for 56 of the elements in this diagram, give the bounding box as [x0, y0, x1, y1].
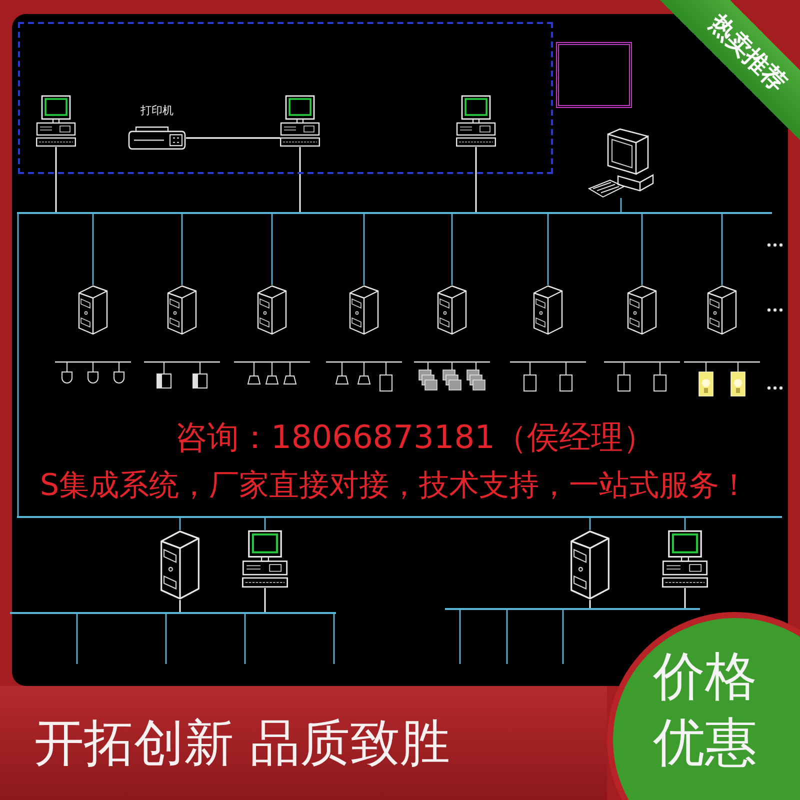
connector-line: [547, 214, 549, 285]
computer-icon: [280, 95, 320, 147]
slogan-text: S集成系统，厂家直接对接，技术支持，一站式服务！: [40, 468, 750, 504]
connector-line: [92, 214, 94, 285]
server-icon: [707, 285, 737, 335]
price-badge: 价格优惠: [607, 612, 800, 800]
network-bus-line: [17, 212, 772, 214]
server-icon: [257, 285, 287, 335]
ribbon-text: 热卖推荐: [702, 8, 792, 98]
connector-line: [562, 610, 564, 664]
network-bus-line: [10, 612, 336, 614]
server-icon: [167, 285, 197, 335]
connector-line: [620, 198, 622, 212]
connector-line: [721, 214, 723, 285]
connector-line: [244, 614, 246, 664]
connector-line: [165, 614, 167, 664]
computer-icon: [242, 530, 288, 588]
server-icon: [437, 285, 467, 335]
server-icon: [570, 530, 610, 600]
connector-line: [76, 614, 78, 664]
connector-line: [684, 518, 686, 530]
server-icon: [627, 285, 657, 335]
network-bus-line: [445, 608, 700, 610]
server-icon: [78, 285, 108, 335]
computer-icon: [456, 95, 496, 147]
connector-line: [363, 214, 365, 285]
slogan-band: 开拓创新 品质致胜: [0, 686, 607, 800]
screen-frame: [556, 42, 632, 108]
server-icon: [160, 530, 200, 600]
connector-line: [264, 518, 266, 530]
server-icon: [533, 285, 563, 335]
connector-line: [17, 214, 19, 516]
computer-icon: [36, 95, 76, 147]
connector-line: [55, 147, 57, 212]
connector-line: [333, 614, 335, 664]
connector-line: [641, 214, 643, 285]
connector-line: [451, 214, 453, 285]
computer-icon: [662, 530, 708, 588]
workstation-icon: [588, 128, 654, 198]
device-label: 打印机: [140, 104, 174, 118]
group-frame: [18, 22, 553, 174]
connector-line: [684, 588, 686, 608]
contact-note: 咨询：18066873181（侯经理）: [175, 418, 655, 456]
connector-line: [271, 214, 273, 285]
connector-line: [179, 518, 181, 530]
connector-line: [506, 610, 508, 664]
server-icon: [349, 285, 379, 335]
connector-line: [589, 518, 591, 530]
connector-line: [475, 147, 477, 212]
network-bus-line: [17, 516, 782, 518]
connector-line: [186, 137, 280, 139]
connector-line: [299, 147, 301, 212]
connector-line: [179, 600, 181, 612]
connector-line: [181, 214, 183, 285]
connector-line: [264, 588, 266, 612]
connector-line: [459, 610, 461, 664]
